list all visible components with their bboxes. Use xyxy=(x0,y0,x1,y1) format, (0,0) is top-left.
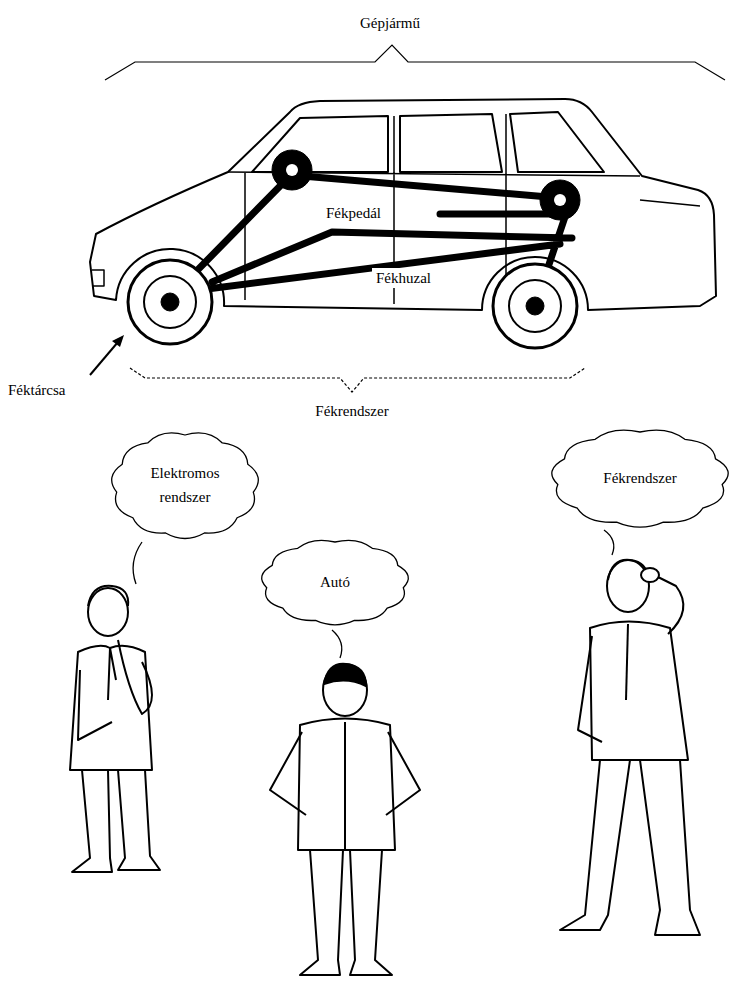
pointer-head xyxy=(112,335,124,347)
lapel xyxy=(626,624,628,700)
cloud-outline xyxy=(112,433,259,539)
part-label: Fékrendszer xyxy=(315,402,388,420)
car-window xyxy=(400,114,502,172)
part-label: Féktárcsa xyxy=(8,381,65,399)
leg xyxy=(640,760,700,935)
head xyxy=(607,560,649,612)
person-left xyxy=(70,586,160,872)
cloud-outline xyxy=(552,430,728,527)
arm xyxy=(118,640,152,714)
bubble-text: Elektromos rendszer xyxy=(143,461,227,509)
part-label: Gépjármű xyxy=(360,14,420,32)
brake-drum xyxy=(272,150,312,190)
jacket xyxy=(590,622,688,761)
vehicle-bracket xyxy=(105,45,725,80)
person-middle xyxy=(270,664,420,975)
bubble-text: Autó xyxy=(320,570,350,594)
brake-disc xyxy=(144,276,196,328)
leg xyxy=(350,850,392,975)
bracket-line xyxy=(130,368,585,392)
arm xyxy=(386,732,420,815)
cloud-shape xyxy=(110,429,260,541)
bubble-tail xyxy=(332,630,342,658)
hand xyxy=(641,568,659,582)
wheel xyxy=(128,260,212,344)
brake-drum-hub xyxy=(286,164,298,176)
thought-bubble: Elektromos rendszer xyxy=(110,429,260,541)
part-label: Fékhuzal xyxy=(372,268,435,288)
wheel xyxy=(493,264,577,348)
arm xyxy=(78,670,112,740)
jacket-seam xyxy=(344,722,346,850)
thought-bubble: Autó xyxy=(260,536,410,628)
cloud-outline xyxy=(262,540,409,624)
pointer-line xyxy=(90,342,118,375)
arm xyxy=(270,732,306,815)
part-label: Fékpedál xyxy=(322,203,385,223)
leg xyxy=(300,850,343,975)
head xyxy=(323,664,367,716)
brake-drum xyxy=(540,180,580,220)
person-right xyxy=(560,560,700,935)
leg xyxy=(560,760,630,930)
lapel xyxy=(108,648,116,700)
disc-pointer xyxy=(90,335,124,375)
leg xyxy=(72,770,112,872)
leg xyxy=(118,770,160,870)
bubble-tail xyxy=(133,542,142,584)
jacket xyxy=(298,719,395,851)
brake-drum-hub xyxy=(554,194,566,206)
car-drawing xyxy=(90,99,716,348)
hair xyxy=(324,664,366,686)
bubble-tails xyxy=(133,530,614,658)
bracket-line xyxy=(105,45,725,80)
brake-disc xyxy=(509,280,561,332)
thought-bubble: Fékrendszer xyxy=(551,426,729,530)
bubble-tail xyxy=(604,530,614,555)
car-window xyxy=(252,116,388,172)
hair xyxy=(88,586,128,606)
car-window xyxy=(510,112,604,172)
bubble-text: Fékrendszer xyxy=(603,466,676,490)
arm xyxy=(578,636,602,742)
head xyxy=(88,588,128,636)
wheel-hub xyxy=(526,297,544,315)
wheel-hub xyxy=(161,293,179,311)
brake-system-bracket xyxy=(130,368,585,392)
